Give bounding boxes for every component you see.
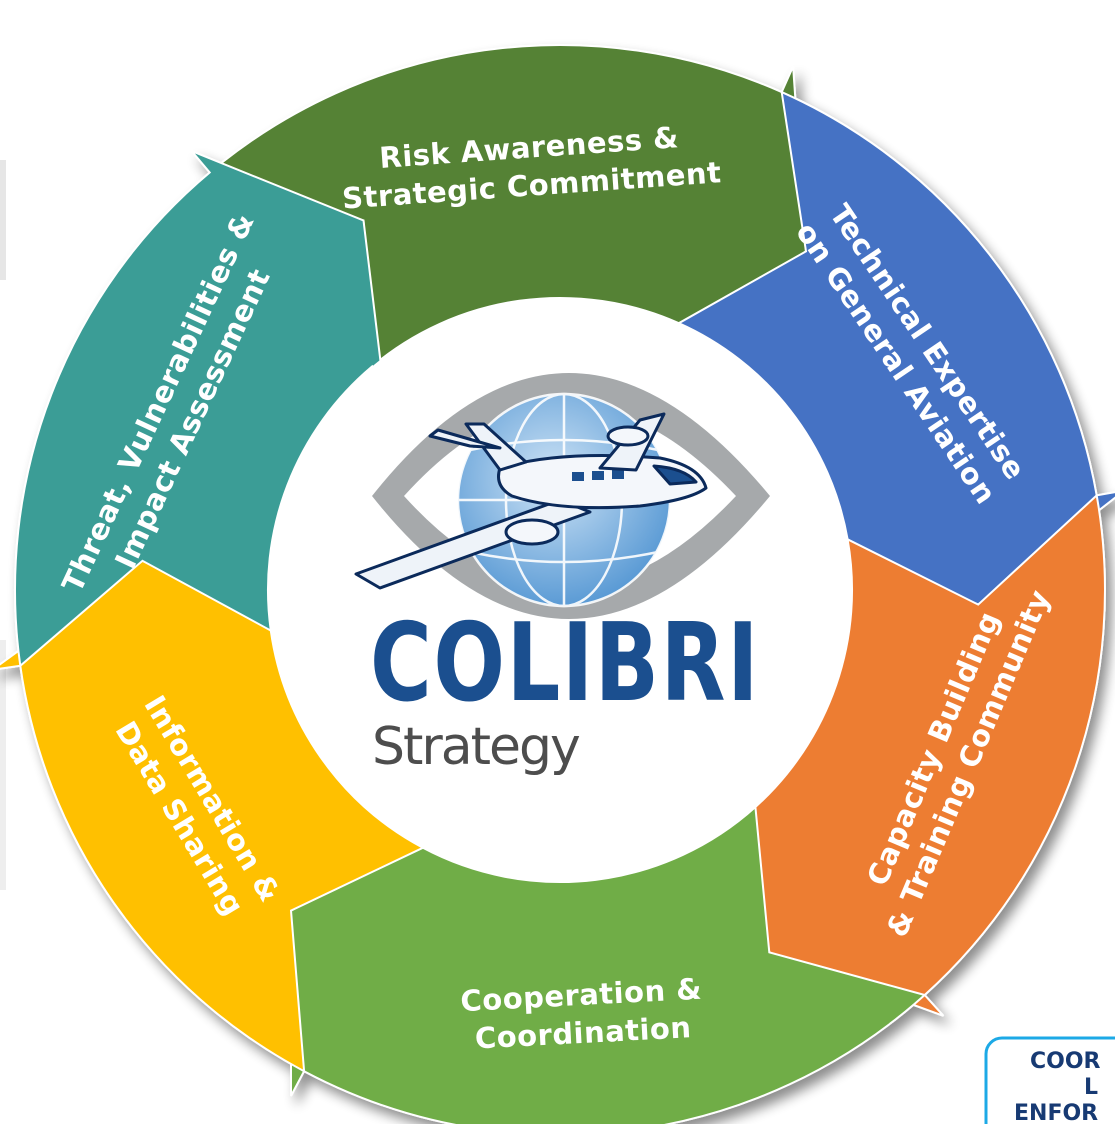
edge-decoration <box>0 160 6 890</box>
segment-threat <box>14 150 384 668</box>
corner-box-line-3: ENFOR <box>1014 1101 1098 1124</box>
corner-box: COOR L ENFOR <box>984 1036 1115 1124</box>
cycle-ring <box>0 43 1115 1124</box>
airplane-icon <box>354 412 708 590</box>
corner-box-line-2: L <box>1084 1075 1098 1100</box>
corner-box-line-1: COOR <box>1030 1049 1101 1074</box>
brand-subtitle: Strategy <box>372 717 580 777</box>
brand-wordmark: COLIBRI <box>370 601 760 726</box>
colibri-logo: COLIBRI Strategy <box>354 373 770 777</box>
